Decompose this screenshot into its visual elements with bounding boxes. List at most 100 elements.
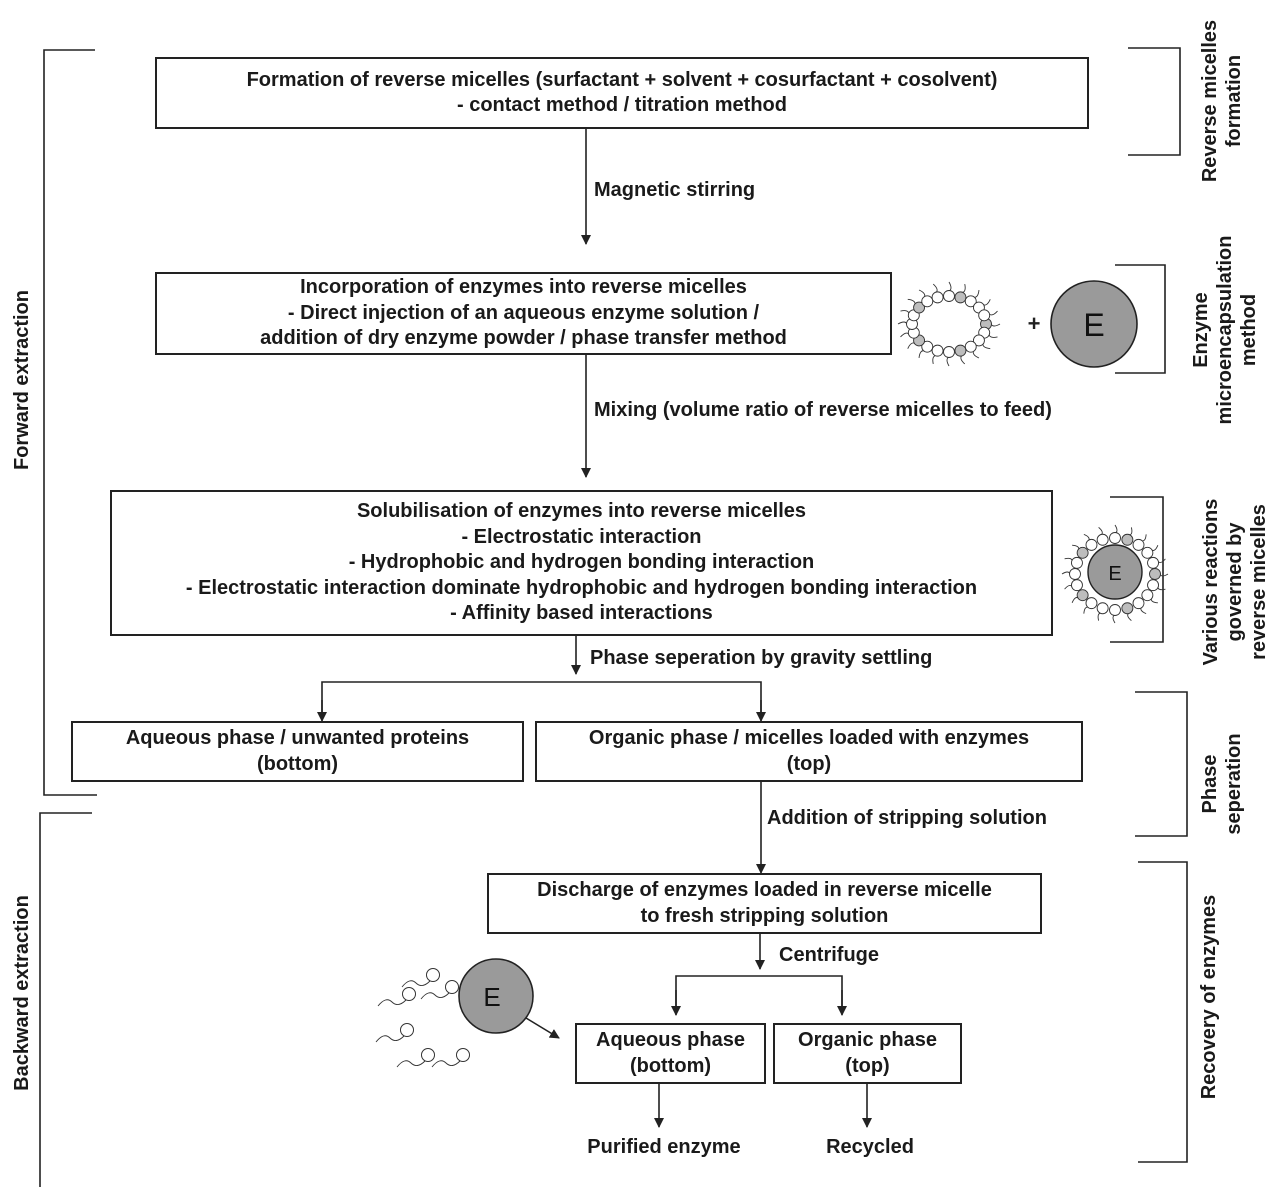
side-text: Phase — [1199, 754, 1221, 814]
bracket-backward — [39, 812, 92, 1187]
various-reactions-label: Various reactions governed by reverse mi… — [1199, 499, 1271, 666]
box-text: (bottom) — [256, 752, 339, 775]
side-text: Recovery of enzymes — [1198, 894, 1220, 1100]
box-text: (bottom) — [629, 1054, 712, 1077]
side-text: method — [1238, 293, 1260, 367]
organic-phase-box: Organic phase / micelles loaded with enz… — [535, 721, 1083, 782]
box-text: Organic phase / micelles loaded with enz… — [588, 727, 1030, 749]
released-enzyme-icon: E — [458, 958, 534, 1034]
bracket-recovery — [1138, 861, 1188, 1163]
discharge-box: Discharge of enzymes loaded in reverse m… — [487, 873, 1042, 934]
surfactant-head-icon — [1147, 579, 1159, 592]
reverse-micelles-formation-label: Reverse micelles formation — [1198, 20, 1246, 182]
surfactant-head-icon — [1069, 568, 1081, 580]
enzyme-label: E — [1108, 563, 1121, 585]
side-text: microencapsulation — [1214, 235, 1236, 425]
surfactant-head-icon — [1109, 532, 1121, 544]
side-text: reverse micelles — [1248, 504, 1270, 660]
surfactant-head-icon — [1085, 597, 1098, 610]
surfactant-head-icon — [1071, 556, 1083, 569]
label-centrifuge: Centrifuge — [779, 944, 879, 966]
surfactant-head-icon — [921, 295, 934, 308]
surfactant-head-icon — [954, 291, 967, 304]
label-stripping: Addition of stripping solution — [767, 807, 1047, 829]
side-text: Enzyme — [1190, 292, 1212, 368]
phase-seperation-label: Phase seperation — [1198, 733, 1246, 834]
box-text: - Electrostatic interaction — [461, 525, 702, 548]
surfactant-head-icon — [1121, 602, 1134, 615]
surfactant-head-icon — [1096, 602, 1109, 615]
loaded-reverse-micelle-icon — [1061, 524, 1169, 624]
bracket-phase — [1135, 691, 1188, 837]
surfactant-head-icon — [1109, 604, 1121, 616]
enzyme-label: E — [1083, 307, 1104, 343]
side-text: Reverse micelles — [1199, 19, 1221, 183]
surfactant-head-icon — [931, 291, 944, 304]
bracket-forward — [43, 49, 97, 796]
side-text: Backward extraction — [11, 895, 33, 1091]
surfactant-head-icon — [1149, 568, 1161, 580]
surfactant-head-icon — [1141, 546, 1154, 559]
free-surfactant-icon — [375, 968, 470, 1068]
surfactant-head-icon — [1076, 546, 1089, 559]
box-text: addition of dry enzyme powder / phase tr… — [260, 327, 787, 350]
side-text: governed by — [1224, 522, 1246, 642]
box-text: Solubilisation of enzymes into reverse m… — [356, 500, 807, 523]
surfactant-head-icon — [402, 987, 416, 1001]
output-purified-enzyme: Purified enzyme — [587, 1136, 741, 1158]
box-text: - Electrostatic interaction dominate hyd… — [185, 576, 978, 599]
output-recycled: Recycled — [826, 1136, 914, 1158]
box-text: - contact method / titration method — [457, 94, 787, 116]
plus-sign: + — [1028, 311, 1041, 336]
box-text: Discharge of enzymes loaded in reverse m… — [537, 879, 992, 901]
surfactant-head-icon — [972, 334, 985, 347]
surfactant-head-icon — [1085, 538, 1098, 551]
box-text: - Direct injection of an aqueous enzyme … — [287, 301, 760, 324]
bracket-microencapsulation — [1115, 264, 1166, 374]
label-phase-seperation: Phase seperation by gravity settling — [590, 647, 933, 669]
surfactant-head-icon — [913, 301, 926, 314]
surfactant-head-icon — [1132, 597, 1145, 610]
surfactant-head-icon — [1121, 533, 1134, 546]
aqueous-phase-bottom-box: Aqueous phase (bottom) — [575, 1023, 766, 1084]
organic-phase-bottom-box: Organic phase (top) — [773, 1023, 962, 1084]
surfactant-head-icon — [421, 1048, 435, 1062]
box-text: Formation of reverse micelles (surfactan… — [246, 68, 998, 91]
formation-box: Formation of reverse micelles (surfactan… — [155, 57, 1089, 129]
surfactant-head-icon — [1147, 556, 1159, 569]
surfactant-head-icon — [456, 1048, 470, 1062]
surfactant-head-icon — [1076, 589, 1089, 602]
bracket-formation — [1128, 47, 1181, 156]
backward-extraction-label: Backward extraction — [10, 895, 34, 1091]
empty-reverse-micelle-icon — [897, 281, 1001, 367]
box-text: - Affinity based interactions — [450, 602, 713, 625]
surfactant-head-icon — [445, 980, 459, 994]
surfactant-head-icon — [426, 968, 440, 982]
aqueous-phase-box: Aqueous phase / unwanted proteins (botto… — [71, 721, 524, 782]
box-text: Organic phase — [798, 1029, 937, 1051]
surfactant-head-icon — [1132, 538, 1145, 551]
box-text: Incorporation of enzymes into reverse mi… — [300, 276, 747, 299]
label-magnetic-stirring: Magnetic stirring — [594, 179, 756, 201]
box-text: - Hydrophobic and hydrogen bonding inter… — [348, 551, 815, 574]
incorporation-box: Incorporation of enzymes into reverse mi… — [155, 272, 892, 355]
box-text: (top) — [845, 1054, 890, 1077]
box-text: (top) — [786, 752, 832, 775]
surfactant-head-icon — [400, 1023, 414, 1037]
surfactant-head-icon — [1096, 533, 1109, 546]
surfactant-head-icon — [978, 309, 991, 322]
surfactant-head-icon — [964, 295, 977, 308]
side-text: Forward extraction — [11, 289, 33, 471]
split-line-phase — [321, 681, 762, 720]
box-text: to fresh stripping solution — [640, 904, 889, 927]
box-text: Aqueous phase — [596, 1029, 745, 1051]
surfactant-head-icon — [1071, 579, 1083, 592]
enzyme-label: E — [483, 982, 500, 1012]
side-text: formation — [1223, 54, 1245, 148]
microencapsulation-label: Enzyme microencapsulation method — [1189, 236, 1261, 425]
label-mixing: Mixing (volume ratio of reverse micelles… — [594, 399, 1052, 421]
surfactant-head-icon — [964, 340, 977, 353]
box-text: Aqueous phase / unwanted proteins — [125, 727, 470, 749]
